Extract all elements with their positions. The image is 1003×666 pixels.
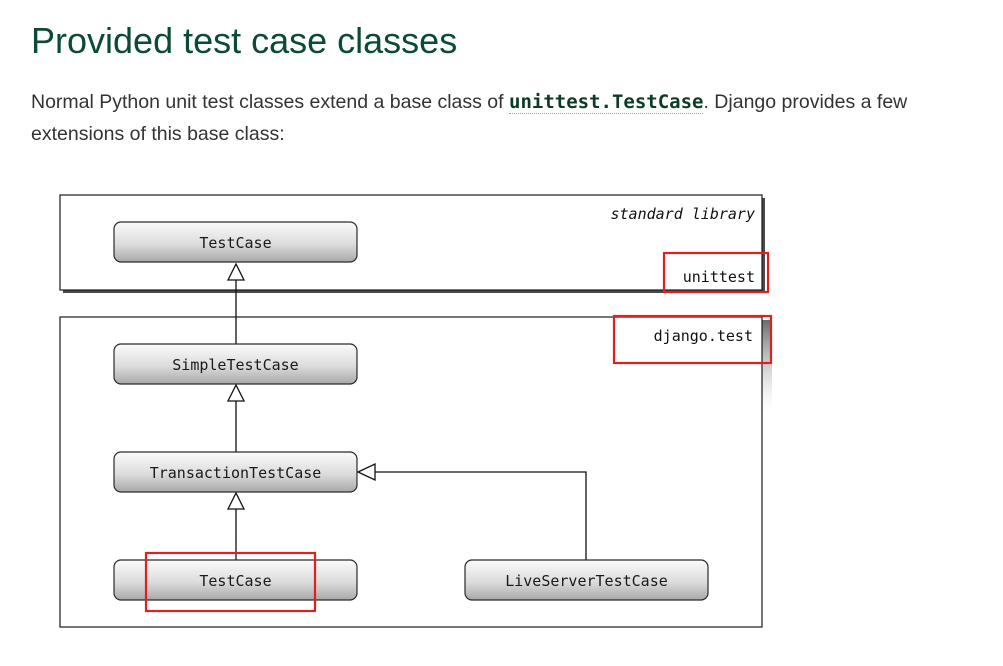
arrowhead-to-transaction-testcase-horizontal: [356, 462, 376, 482]
page-heading: Provided test case classes: [31, 20, 458, 61]
class-box: [113, 559, 358, 601]
class-name: TestCase: [199, 572, 271, 590]
arrowhead-to-unittest-testcase: [226, 262, 246, 281]
package-django-test-shadow: [762, 320, 772, 412]
intro-paragraph: Normal Python unit test classes extend a…: [31, 86, 981, 150]
class-unittest-testcase: TestCase: [113, 221, 358, 263]
class-simple-testcase: SimpleTestCase: [113, 343, 358, 385]
intro-text-after: . Django provides a few extensions of th…: [31, 91, 908, 145]
package-django-test-label: django.test: [654, 327, 753, 345]
intro-text-before: Normal Python unit test classes extend a…: [31, 91, 509, 113]
connector-liveserver-to-transaction: [375, 471, 587, 560]
class-live-server-testcase: LiveServerTestCase: [464, 559, 709, 601]
highlight-box-django-test: [612, 314, 773, 365]
inheritance-connectors: [235, 280, 587, 560]
stereotype-label: standard library: [611, 205, 756, 223]
class-box: [113, 343, 358, 385]
unittest-testcase-link[interactable]: unittest.TestCase: [509, 91, 704, 114]
class-name: TestCase: [199, 234, 271, 252]
highlight-box-testcase: [144, 551, 317, 613]
class-box: [113, 451, 358, 493]
package-unittest-label: unittest: [683, 268, 755, 286]
inheritance-arrowheads: [226, 262, 376, 510]
class-transaction-testcase: TransactionTestCase: [113, 451, 358, 493]
arrowhead-to-simple-testcase: [226, 383, 246, 402]
class-django-testcase: TestCase: [113, 559, 358, 601]
highlight-annotations: [144, 251, 773, 613]
class-name: LiveServerTestCase: [505, 572, 668, 590]
arrowhead-to-transaction-testcase-vertical: [226, 491, 246, 510]
class-name: TransactionTestCase: [150, 464, 322, 482]
class-name: SimpleTestCase: [172, 356, 298, 374]
class-box: [464, 559, 709, 601]
highlight-box-unittest: [662, 251, 770, 294]
unittest-testcase-code: unittest.TestCase: [509, 91, 704, 114]
class-box: [113, 221, 358, 263]
